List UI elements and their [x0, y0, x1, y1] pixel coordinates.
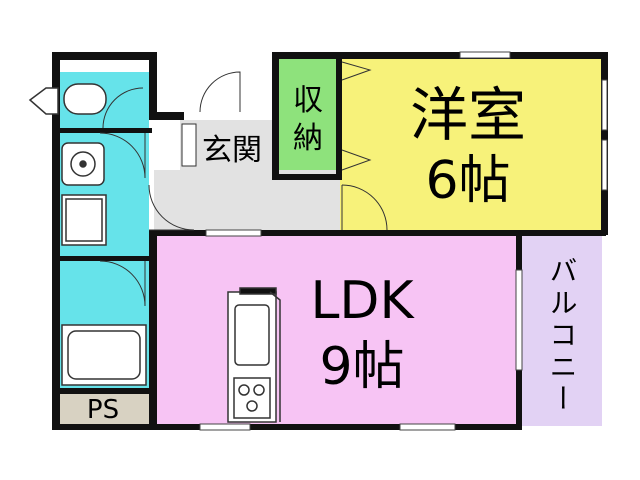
balcony-label: バルコニー [546, 256, 579, 416]
western-room-area [340, 57, 603, 230]
storage-door-marks [341, 61, 372, 171]
kitchen-icon [227, 287, 277, 423]
washbasin-icon [61, 142, 105, 186]
storage-label-line1: 収 [293, 83, 323, 118]
pipe-space-label: PS [87, 395, 119, 425]
ldk-size: 9帖 [319, 337, 404, 397]
bathtub-icon [61, 324, 147, 386]
western-room-size: 6帖 [425, 151, 510, 211]
western-room-name: 洋室 [410, 81, 526, 149]
toilet-icon [28, 83, 107, 115]
entrance-step [181, 123, 197, 167]
storage-area [279, 57, 340, 177]
windows [60, 51, 608, 431]
ldk-area [154, 234, 520, 426]
storage-label-line2: 納 [293, 121, 323, 156]
doors [99, 71, 388, 307]
ldk-name: LDK [310, 271, 415, 331]
entrance-label: 玄関 [202, 133, 262, 168]
washer-icon [61, 194, 107, 246]
pipe-space-area [57, 392, 149, 426]
balcony-area [522, 234, 602, 426]
hall-area [154, 170, 340, 232]
ldk-partition [269, 291, 281, 422]
